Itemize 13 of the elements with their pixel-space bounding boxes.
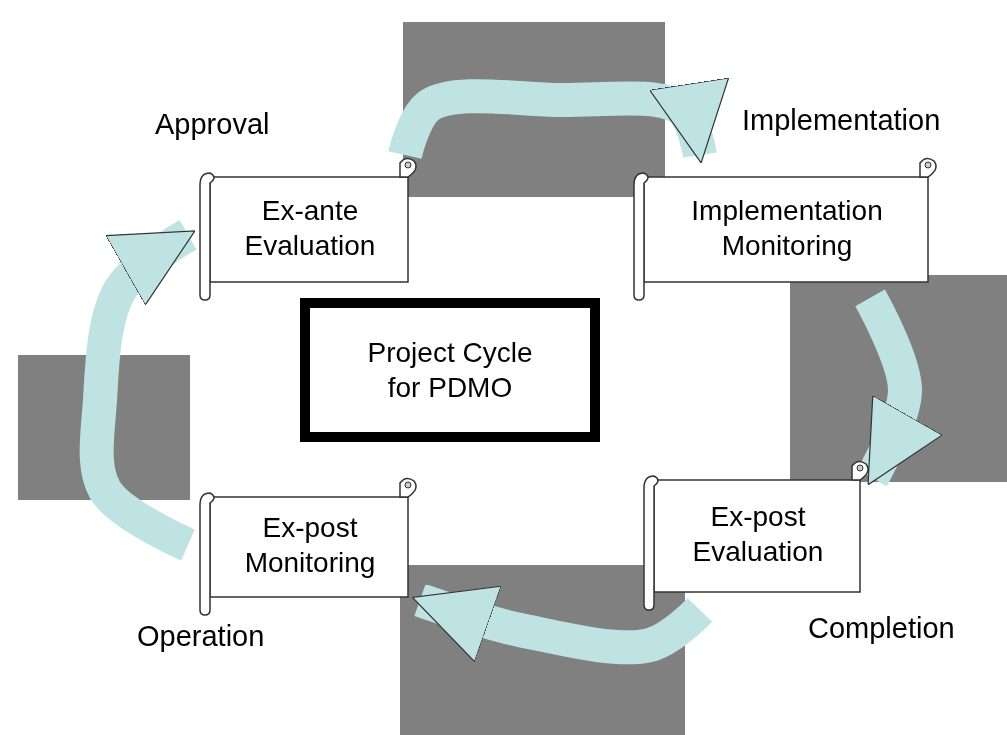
stage-label: Implementation Monitoring: [690, 193, 884, 263]
stage-label: Ex-post Evaluation: [691, 500, 825, 569]
center-label: Project Cycle for PDMO: [366, 336, 534, 405]
phase-label: Approval: [155, 108, 270, 141]
phase-label: Implementation: [742, 104, 941, 137]
stage-label: Ex-post Monitoring: [243, 511, 377, 580]
phase-label: Operation: [137, 620, 265, 653]
framed-box: [300, 298, 600, 442]
phase-label: Completion: [808, 612, 955, 645]
stage-label: Ex-ante Evaluation: [243, 193, 377, 263]
block-arrow: [411, 583, 713, 665]
block-arrow: [79, 220, 197, 561]
block-arrow: [388, 76, 729, 164]
